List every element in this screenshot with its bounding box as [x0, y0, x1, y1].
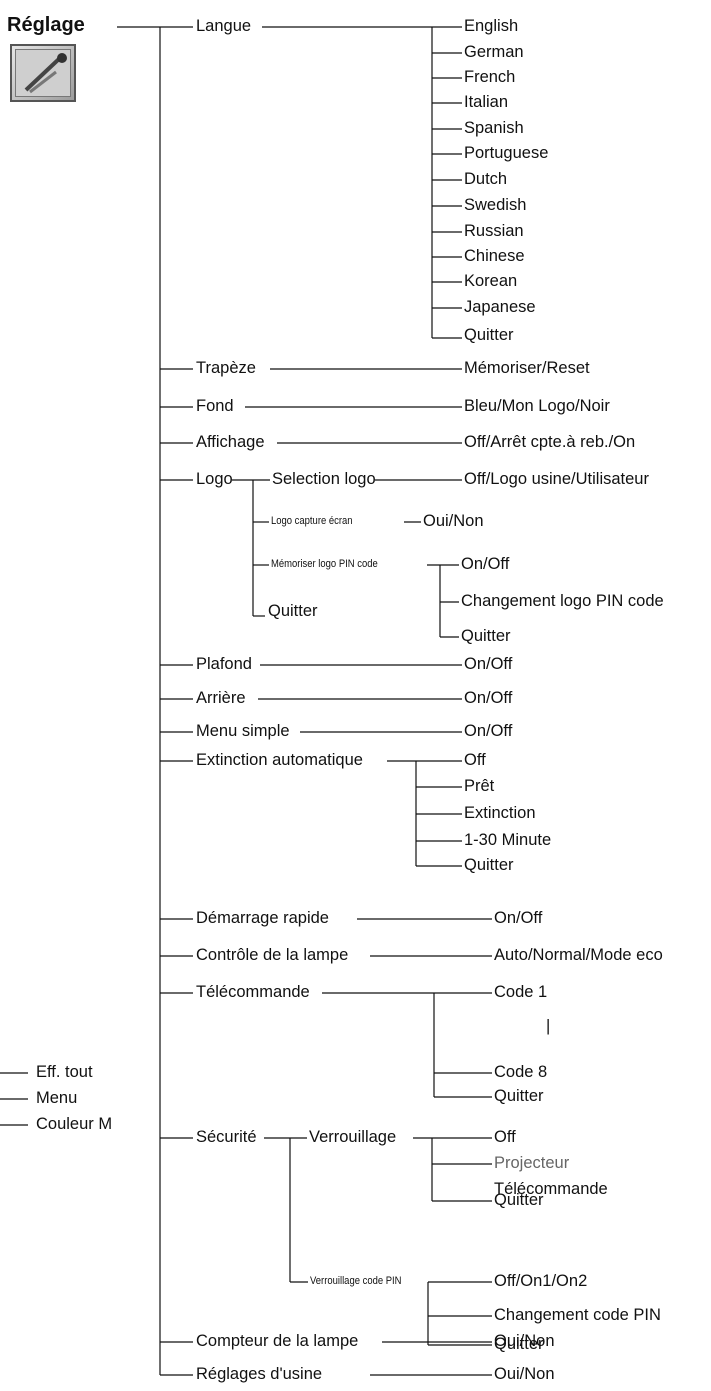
option-ext-extinction: Extinction: [464, 804, 536, 822]
value-arriere: On/Off: [464, 689, 513, 707]
option-ext-pret: Prêt: [464, 777, 495, 795]
value-controle-lampe: Auto/Normal/Mode eco: [494, 946, 663, 964]
item-arriere: Arrière: [196, 689, 246, 707]
option-verr-telecommande: Télécommande: [494, 1180, 608, 1198]
item-trapeze: Trapèze: [196, 359, 256, 377]
item-verr-pin: Verrouillage code PIN: [310, 1275, 402, 1287]
page-title: Réglage: [7, 14, 85, 36]
item-affichage: Affichage: [196, 433, 265, 451]
item-changement-pin: Changement code PIN: [494, 1306, 661, 1324]
option-swedish: Swedish: [464, 196, 527, 214]
fragment-eff-tout: Eff. tout: [36, 1063, 93, 1081]
item-langue: Langue: [196, 17, 252, 35]
value-logo-capture: Oui/Non: [423, 512, 484, 530]
option-french: French: [464, 68, 516, 86]
option-ext-quitter: Quitter: [464, 856, 514, 874]
item-reglages-usine: Réglages d'usine: [196, 1365, 323, 1383]
option-dutch: Dutch: [464, 170, 508, 188]
option-spanish: Spanish: [464, 119, 524, 137]
item-logo-quitter: Quitter: [268, 602, 318, 620]
item-demarrage: Démarrage rapide: [196, 909, 329, 927]
value-fond: Bleu/Mon Logo/Noir: [464, 397, 610, 415]
option-code1: Code 1: [494, 983, 548, 1001]
item-verrouillage: Verrouillage: [309, 1128, 397, 1146]
value-selection-logo: Off/Logo usine/Utilisateur: [464, 470, 649, 488]
option-russian: Russian: [464, 222, 524, 240]
item-telecommande: Télécommande: [196, 983, 310, 1001]
item-logo: Logo: [196, 470, 233, 488]
option-code8: Code 8: [494, 1063, 548, 1081]
value-menu-simple: On/Off: [464, 722, 513, 740]
option-italian: Italian: [464, 93, 509, 111]
value-reglages-usine: Oui/Non: [494, 1365, 555, 1383]
item-memo-logo-pin: Mémoriser logo PIN code: [271, 558, 378, 570]
option-verr-projecteur: Projecteur: [494, 1154, 570, 1172]
option-portuguese: Portuguese: [464, 144, 549, 162]
item-extinction-auto: Extinction automatique: [196, 751, 363, 769]
option-langue-quitter: Quitter: [464, 326, 514, 344]
option-tele-quitter: Quitter: [494, 1087, 544, 1105]
item-logo-capture: Logo capture écran: [271, 515, 353, 527]
item-pin-quitter: Quitter: [494, 1335, 544, 1353]
value-plafond: On/Off: [464, 655, 513, 673]
item-selection-logo: Selection logo: [272, 470, 376, 488]
item-menu-simple: Menu simple: [196, 722, 290, 740]
value-pin: Off/On1/On2: [494, 1272, 588, 1290]
option-korean: Korean: [464, 272, 518, 290]
option-english: English: [464, 17, 519, 35]
wrench-screwdriver-icon: [10, 44, 76, 102]
item-changement-logo-pin: Changement logo PIN code: [461, 592, 664, 610]
option-ext-minute: 1-30 Minute: [464, 831, 552, 849]
fragment-couleur-m: Couleur M: [36, 1115, 113, 1133]
item-fond: Fond: [196, 397, 234, 415]
option-german: German: [464, 43, 524, 61]
item-memo-logo-pin-quitter: Quitter: [461, 627, 511, 645]
value-memo-logo-pin: On/Off: [461, 555, 510, 573]
item-securite: Sécurité: [196, 1128, 257, 1146]
option-verr-quitter: Quitter: [494, 1191, 544, 1209]
item-compteur-lampe: Compteur de la lampe: [196, 1332, 359, 1350]
option-chinese: Chinese: [464, 247, 525, 265]
item-controle-lampe: Contrôle de la lampe: [196, 946, 349, 964]
option-japanese: Japanese: [464, 298, 536, 316]
value-demarrage: On/Off: [494, 909, 543, 927]
fragment-menu: Menu: [36, 1089, 78, 1107]
value-compteur-lampe: Oui/Non: [494, 1332, 555, 1350]
value-trapeze: Mémoriser/Reset: [464, 359, 590, 377]
option-verr-off: Off: [494, 1128, 516, 1146]
item-plafond: Plafond: [196, 655, 252, 673]
code-range-separator: |: [546, 1017, 551, 1035]
option-ext-off: Off: [464, 751, 486, 769]
value-affichage: Off/Arrêt cpte.à reb./On: [464, 433, 636, 451]
